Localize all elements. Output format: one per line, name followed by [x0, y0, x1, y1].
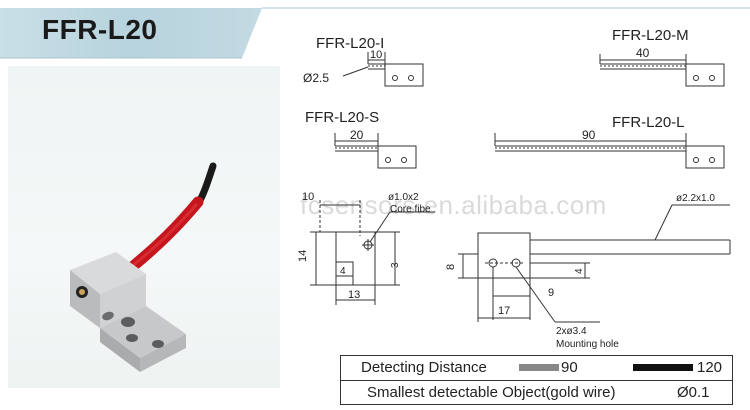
side-hole-label: 2xø3.4: [556, 326, 587, 337]
front-dim-top: 10: [302, 191, 314, 203]
model-m-label: FFR-L20-M: [612, 27, 689, 44]
model-s-length: 20: [350, 128, 364, 142]
detecting-distance-row: Detecting Distance 90 120: [341, 356, 732, 381]
side-hole-caption: Mounting hole: [556, 339, 619, 350]
front-dim-height: 14: [297, 250, 309, 262]
sensor-photo-illustration: [70, 162, 217, 372]
smallest-object-value: Ø0.1: [677, 384, 710, 401]
side-view-drawing: [458, 204, 731, 323]
side-cable-label: ø2.2x1.0: [676, 193, 715, 204]
smallest-object-row: Smallest detectable Object(gold wire) Ø0…: [341, 381, 732, 405]
smallest-object-label: Smallest detectable Object(gold wire): [367, 384, 616, 401]
technical-drawings: FFR-L20-I 10 Ø2.5 FFR-L20-M 40 FFR-L20-S…: [297, 27, 731, 350]
black-legend-bar: [633, 364, 693, 371]
model-l-drawing: [494, 133, 725, 169]
side-dim-spacing: 9: [548, 287, 554, 299]
title-banner-shape: [0, 7, 750, 59]
model-l-length: 90: [582, 128, 596, 142]
title-banner: FFR-L20: [0, 0, 750, 60]
model-i-drawing: [342, 52, 424, 87]
model-m-drawing: [599, 54, 725, 87]
model-i-diameter: Ø2.5: [303, 71, 329, 85]
detecting-grey-value: 90: [561, 359, 578, 376]
core-label-1: ø1.0x2: [388, 192, 419, 203]
detecting-black-value: 120: [697, 359, 723, 376]
front-view-drawing: [310, 200, 435, 305]
side-dim-height: 8: [445, 264, 457, 270]
model-l-label: FFR-L20-L: [612, 114, 685, 131]
model-i-length: 10: [370, 49, 382, 61]
detecting-distance-label: Detecting Distance: [361, 359, 487, 376]
product-photo: [8, 66, 280, 388]
side-dim-length: 17: [498, 305, 510, 317]
front-dim-width: 13: [348, 289, 360, 301]
side-dim-hole: 4: [574, 268, 585, 274]
front-dim-right: 3: [390, 262, 401, 268]
grey-legend-bar: [519, 364, 559, 371]
front-dim-small: 4: [340, 266, 346, 277]
spec-table: Detecting Distance 90 120 Smallest detec…: [340, 355, 733, 405]
model-m-length: 40: [636, 46, 650, 60]
model-i-label: FFR-L20-I: [316, 35, 384, 52]
core-label-2: Core fibe: [390, 204, 431, 215]
model-s-label: FFR-L20-S: [305, 109, 379, 126]
page-title: FFR-L20: [42, 14, 158, 45]
model-s-drawing: [334, 133, 417, 169]
